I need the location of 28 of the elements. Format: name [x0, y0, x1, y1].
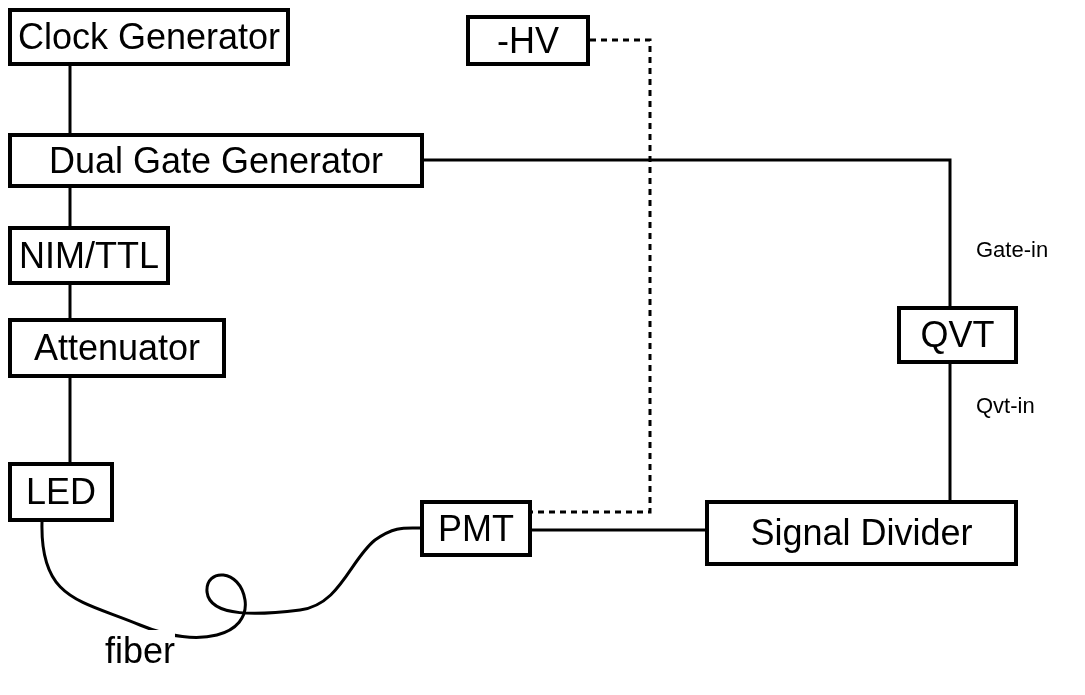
connector-line — [68, 66, 72, 133]
connector-line — [532, 528, 705, 532]
port-label: Qvt-in — [976, 393, 1035, 419]
box-label: Dual Gate Generator — [48, 139, 384, 182]
connector-line — [68, 378, 72, 462]
component-box — [8, 8, 290, 66]
connector-line — [68, 188, 72, 226]
box-label: Attenuator — [33, 327, 201, 369]
component-box — [897, 306, 1018, 364]
component-box — [420, 500, 532, 557]
component-box — [8, 462, 114, 522]
component-box — [8, 318, 226, 378]
component-box — [705, 500, 1018, 566]
port-label: Gate-in — [976, 237, 1049, 263]
box-label: Signal Divider — [750, 512, 973, 554]
component-box — [466, 15, 590, 66]
component-box — [8, 133, 424, 188]
connector-line — [948, 364, 952, 500]
box-label: NIM/TTL — [19, 234, 159, 277]
box-label: Clock Generator — [17, 16, 281, 58]
box-label: QVT — [920, 314, 995, 356]
box-label: PMT — [438, 507, 514, 550]
connector-line — [68, 285, 72, 318]
component-box — [8, 226, 170, 285]
box-label: LED — [26, 471, 96, 513]
connector-line — [424, 158, 952, 306]
box-label: -HV — [497, 19, 559, 62]
fiber-cable — [40, 521, 420, 639]
